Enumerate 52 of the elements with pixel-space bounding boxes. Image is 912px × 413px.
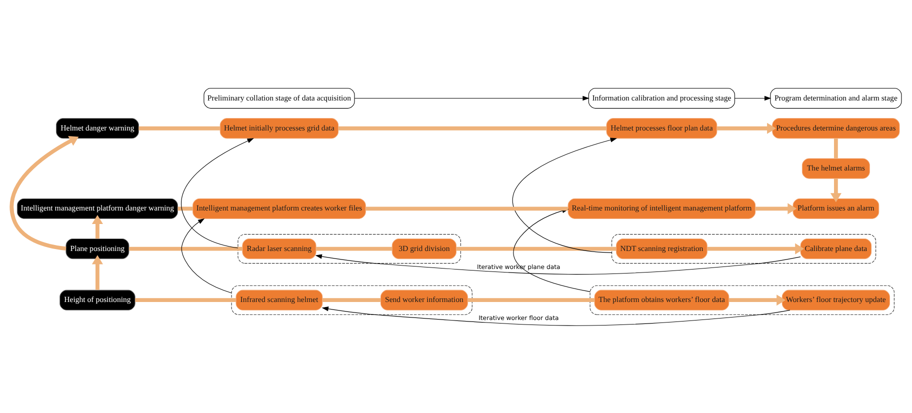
node-box: Infrared scanning helmet bbox=[235, 289, 322, 310]
connector bbox=[338, 126, 606, 130]
node-box: The platform obtains workers’ floor data bbox=[594, 289, 729, 310]
node-box: Helmet processes floor plan data bbox=[606, 118, 717, 138]
arrow bbox=[512, 137, 617, 252]
arrow bbox=[716, 122, 776, 134]
arrow bbox=[180, 218, 232, 293]
arrow bbox=[830, 178, 841, 202]
node-box: Send worker information bbox=[380, 289, 468, 310]
arrow bbox=[734, 95, 771, 100]
connector bbox=[456, 246, 616, 250]
node-box: Plane positioning bbox=[65, 238, 129, 259]
node-box: 3D grid division bbox=[391, 238, 456, 259]
node-box: Height of positioning bbox=[59, 289, 135, 310]
arrow bbox=[728, 294, 786, 306]
arrow bbox=[354, 95, 589, 100]
node-box: Information calibration and processing stage bbox=[588, 87, 735, 108]
connector bbox=[833, 138, 838, 158]
arrow bbox=[706, 242, 804, 254]
connector bbox=[365, 206, 568, 210]
connector bbox=[322, 298, 380, 302]
node-box: Radar laser scanning bbox=[242, 238, 316, 259]
arrow bbox=[754, 202, 796, 214]
node-box: Intelligent management platform creates worker files bbox=[192, 198, 366, 218]
node-box: Platform issues an alarm bbox=[792, 198, 879, 218]
node-box: Workers’ floor trajectory update bbox=[781, 289, 890, 310]
arrow bbox=[321, 306, 790, 326]
connector bbox=[467, 298, 594, 302]
cluster bbox=[237, 234, 460, 264]
connector bbox=[177, 206, 192, 210]
node-box: Helmet initially processes grid data bbox=[219, 118, 338, 138]
node-box: The helmet alarms bbox=[801, 158, 870, 178]
node-box: Helmet danger warning bbox=[55, 118, 138, 138]
cluster bbox=[611, 234, 876, 264]
node-box: Calibrate plane data bbox=[800, 238, 872, 259]
arrow bbox=[9, 135, 78, 250]
cluster bbox=[589, 284, 894, 314]
arrow bbox=[314, 254, 800, 274]
arrow bbox=[91, 214, 102, 238]
node-box: Intelligent management platform danger warning bbox=[16, 198, 178, 218]
arrow bbox=[180, 138, 254, 248]
node-box: Preliminary collation stage of data acquisition bbox=[203, 87, 354, 108]
node-box: Program determination and alarm stage bbox=[770, 87, 902, 108]
arrow bbox=[91, 254, 102, 290]
cluster bbox=[230, 284, 472, 314]
node-box: NDT scanning registration bbox=[615, 238, 707, 259]
node-box: Procedures determine dangerous areas bbox=[772, 118, 900, 138]
connector bbox=[316, 246, 392, 250]
connector bbox=[134, 298, 236, 302]
connector bbox=[128, 246, 242, 250]
node-box: Real-time monitoring of intelligent management platform bbox=[567, 198, 756, 218]
connector bbox=[138, 126, 220, 130]
